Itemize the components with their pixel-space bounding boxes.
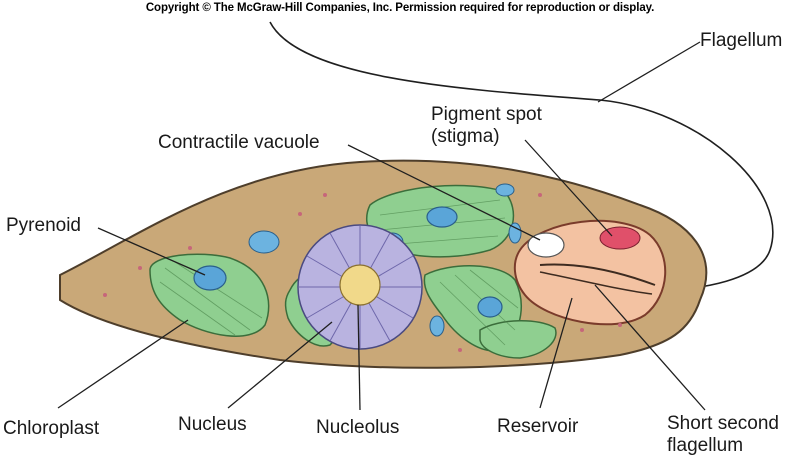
nucleolus <box>339 264 381 306</box>
label-pyrenoid: Pyrenoid <box>6 215 81 236</box>
leader-short <box>594 284 706 411</box>
short-flagellum <box>539 271 653 295</box>
pigment-spot <box>599 226 641 250</box>
pyrenoid-2 <box>426 206 458 228</box>
label-reservoir: Reservoir <box>497 416 579 437</box>
chloroplast-1 <box>149 253 270 337</box>
leader-pyrenoid <box>97 227 206 276</box>
label-chloroplast: Chloroplast <box>3 418 100 439</box>
chloroplast-5 <box>479 320 557 359</box>
label-short-second-line2: flagellum <box>667 435 744 456</box>
cytoplasm-granules <box>103 193 622 352</box>
leader-lines <box>57 41 706 411</box>
leader-nucleus <box>227 321 333 409</box>
vacuole-5 <box>495 183 515 197</box>
reservoir-region <box>513 219 667 326</box>
pyrenoid-3 <box>477 296 503 318</box>
label-short-second-flagellum: Short second flagellum <box>667 413 800 457</box>
label-short-second-line1: Short second <box>667 413 779 434</box>
label-contractile-vacuole: Contractile vacuole <box>158 132 320 153</box>
leader-pigment <box>524 139 613 237</box>
flagellum-strand <box>269 21 774 291</box>
label-nucleus: Nucleus <box>178 414 247 435</box>
leader-reservoir <box>539 297 573 409</box>
label-flagellum: Flagellum <box>700 30 783 51</box>
vacuole-4 <box>429 315 445 337</box>
leader-contractile <box>347 144 541 241</box>
leader-nucleolus <box>357 304 361 411</box>
label-pigment-spot-line2: (stigma) <box>431 126 500 147</box>
flagellar-base <box>539 263 656 286</box>
nucleus <box>297 224 423 350</box>
leader-flagellum <box>597 41 701 103</box>
vacuole-6 <box>508 222 522 244</box>
label-nucleolus: Nucleolus <box>316 417 400 438</box>
label-pigment-spot-line1: Pigment spot <box>431 104 542 125</box>
pyrenoid-1 <box>193 265 227 291</box>
leader-chloroplast <box>57 319 189 409</box>
copyright-notice: Copyright © The McGraw-Hill Companies, I… <box>145 2 655 14</box>
vacuole-1 <box>248 230 280 254</box>
label-pigment-spot: Pigment spot (stigma) <box>431 104 571 148</box>
